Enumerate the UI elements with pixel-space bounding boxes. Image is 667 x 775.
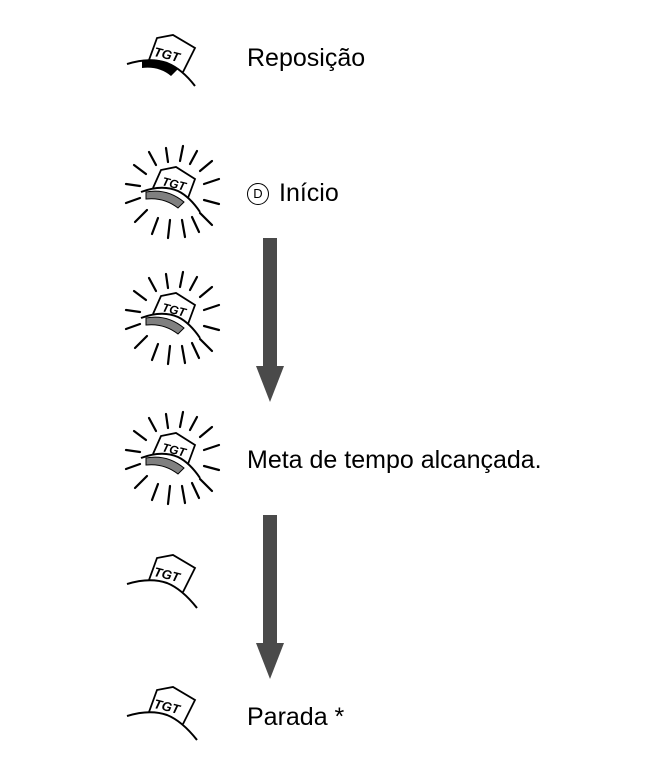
down-arrow-icon: [252, 238, 288, 409]
tgt-text: TGT: [161, 174, 189, 194]
tgt-flashing-icon: TGT: [120, 140, 230, 250]
tgt-text: TGT: [161, 300, 189, 320]
step-label-target-reached: Meta de tempo alcançada.: [247, 446, 542, 474]
tgt-text: TGT: [152, 564, 182, 585]
tgt-off-icon: TGT: [115, 672, 215, 747]
d-mode-badge: D: [247, 183, 269, 205]
tgt-off-icon: TGT: [115, 540, 215, 615]
step-label-start: D Início: [247, 181, 339, 206]
tgt-flashing-icon: TGT: [120, 266, 230, 376]
tgt-flashing-icon: TGT: [120, 406, 230, 516]
tgt-text: TGT: [152, 44, 182, 65]
tgt-text: TGT: [152, 696, 182, 717]
step-label-stop: Parada *: [247, 703, 345, 731]
step-label-reset: Reposição: [247, 44, 366, 72]
tgt-reset-icon: TGT: [115, 20, 215, 90]
down-arrow-icon: [252, 515, 288, 686]
step-label-start-text: Início: [279, 179, 339, 207]
tgt-text: TGT: [161, 440, 189, 460]
